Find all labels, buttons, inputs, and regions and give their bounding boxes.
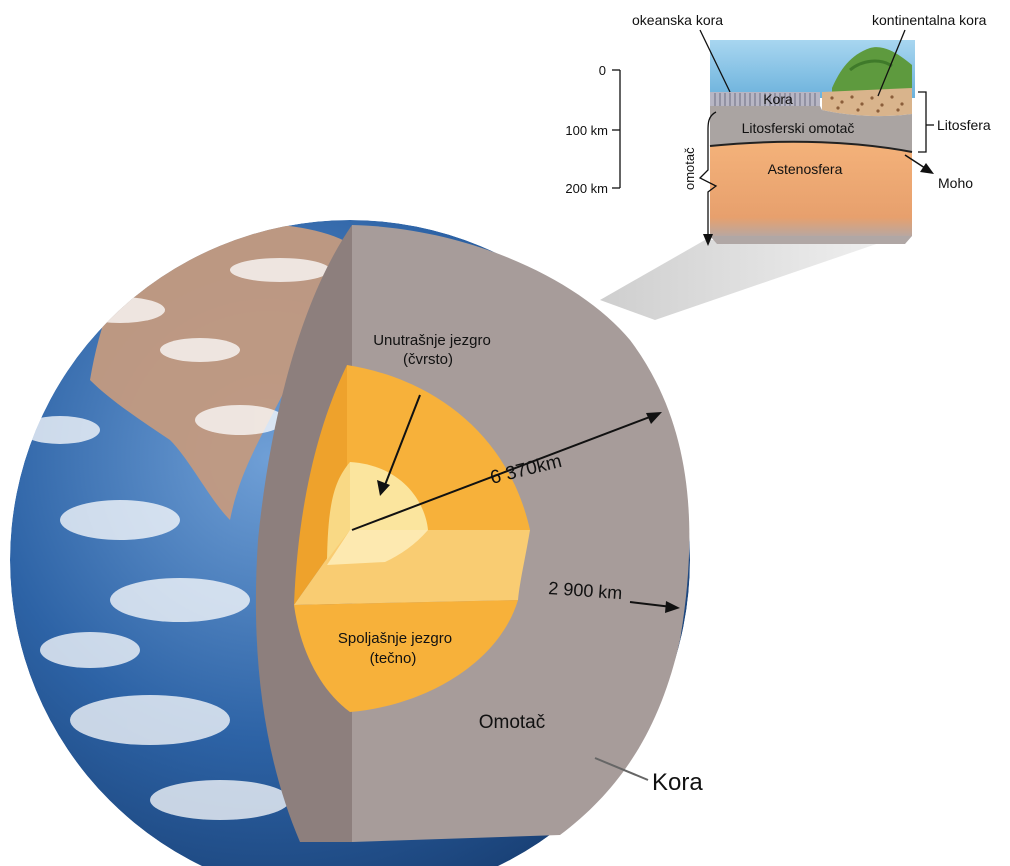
outer-core-bottom-face — [294, 600, 518, 712]
inner-core-front-face — [350, 462, 428, 530]
continental-crust-label: kontinentalna kora — [872, 12, 987, 28]
cloud-swirls — [20, 258, 330, 820]
asthenosphere-label: Astenosfera — [768, 161, 843, 177]
moho-arrow — [904, 154, 934, 174]
oceanic-crust-label: okeanska kora — [632, 12, 723, 28]
zoom-cone — [600, 240, 888, 320]
crust-box-label: Kora — [763, 91, 793, 107]
core-depth-arrow — [629, 601, 680, 613]
lithospheric-mantle-label: Litosferski omotač — [742, 120, 855, 136]
crust-label: Kora — [652, 769, 703, 796]
asthenosphere-layer — [710, 141, 912, 236]
inner-core-label: Unutrašnje jezgro — [373, 332, 491, 349]
outer-core-state-label: (tečno) — [370, 650, 417, 667]
lithosphere-label: Litosfera — [937, 117, 991, 133]
continent-hill — [832, 47, 912, 92]
mantle-vertical-label: omotač — [682, 147, 697, 190]
continental-crust-layer — [822, 88, 912, 117]
lithospheric-mantle-layer — [710, 106, 912, 152]
inner-core-bottom-face — [327, 530, 428, 565]
crust-pointer-line — [594, 757, 649, 781]
radius-arrow — [351, 412, 662, 531]
mantle-label: Omotač — [479, 712, 546, 733]
depth-200-label: 200 km — [565, 181, 608, 196]
moho-label: Moho — [938, 175, 973, 191]
outer-core-label: Spoljašnje jezgro — [338, 630, 452, 647]
inner-core-state-label: (čvrsto) — [403, 351, 453, 368]
lithosphere-bracket — [918, 91, 927, 153]
continental-crust-pointer — [877, 29, 906, 97]
continent-shape — [90, 223, 360, 520]
moho-boundary — [709, 140, 913, 153]
depth-100-label: 100 km — [565, 123, 608, 138]
depth-0-label: 0 — [599, 63, 606, 78]
oceanic-crust-pointer — [699, 29, 731, 93]
depth-scale — [612, 69, 621, 189]
mantle-arrowhead — [703, 234, 713, 246]
inner-core-pointer — [377, 394, 421, 496]
crust-detail-block — [709, 40, 915, 244]
inner-core-side-face — [327, 462, 350, 560]
mantle-depth-arrow — [698, 111, 718, 238]
